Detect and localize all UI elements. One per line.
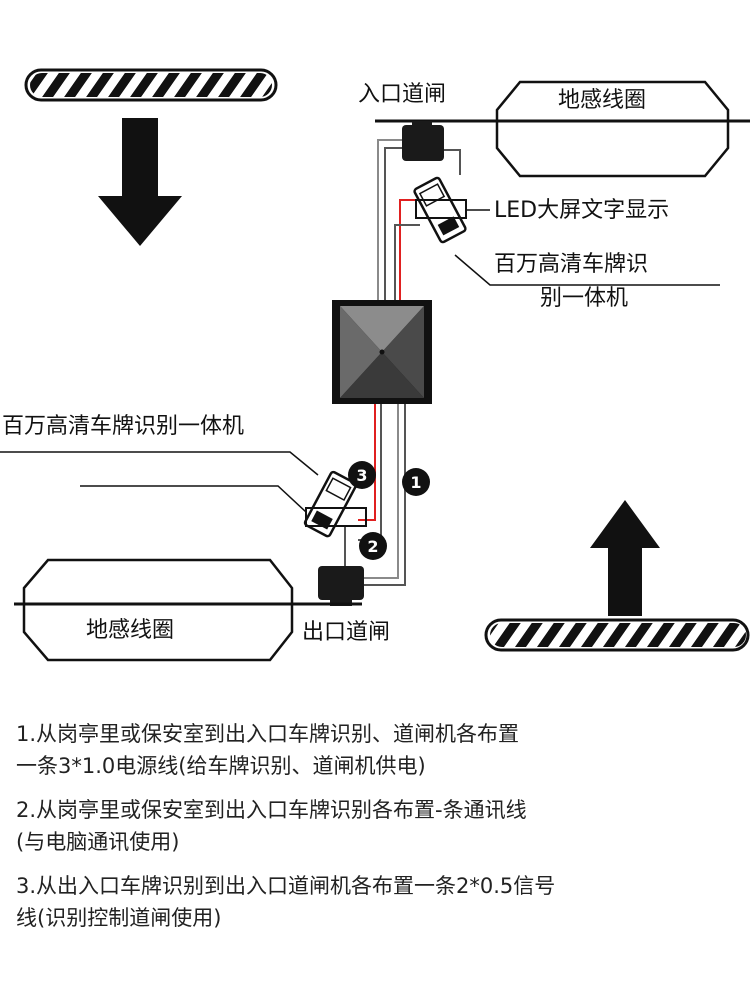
note-3-line1: 3.从出入口车牌识别到出入口道闸机各布置一条2*0.5信号 <box>16 874 556 898</box>
marker-1: 1 <box>402 468 430 496</box>
control-cabinet <box>332 300 432 404</box>
entry-camera-label-line2: 别一体机 <box>540 286 629 311</box>
up-arrow-icon <box>590 500 660 616</box>
exit-gate-label: 出口道闸 <box>302 620 391 645</box>
note-2: 2.从岗亭里或保安室到出入口车牌识别各布置-条通讯线 (与电脑通讯使用) <box>16 794 736 858</box>
entry-ground-loop <box>495 80 730 178</box>
exit-camera-panel <box>305 507 367 527</box>
note-1: 1.从岗亭里或保安室到出入口车牌识别、道闸机各布置 一条3*1.0电源线(给车牌… <box>16 718 736 782</box>
entry-camera <box>413 176 467 244</box>
exit-camera <box>303 470 358 538</box>
entry-camera-label-line1: 百万高清车牌识 <box>494 252 649 277</box>
note-2-line1: 2.从岗亭里或保安室到出入口车牌识别各布置-条通讯线 <box>16 798 527 822</box>
note-3-line2: 线(识别控制道闸使用) <box>16 906 222 930</box>
svg-text:2: 2 <box>367 537 378 556</box>
exit-camera-label: 百万高清车牌识别一体机 <box>2 414 245 439</box>
entry-loop-label: 地感线圈 <box>558 88 647 113</box>
entry-gate-label: 入口道闸 <box>358 82 447 107</box>
note-2-line2: (与电脑通讯使用) <box>16 830 180 854</box>
note-1-line1: 1.从岗亭里或保安室到出入口车牌识别、道闸机各布置 <box>16 722 520 746</box>
led-screen-label: LED大屏文字显示 <box>494 198 670 223</box>
led-screen-panel <box>415 199 467 219</box>
note-3: 3.从出入口车牌识别到出入口道闸机各布置一条2*0.5信号 线(识别控制道闸使用… <box>16 870 736 934</box>
svg-text:1: 1 <box>410 473 421 492</box>
parking-wiring-diagram: 1 2 3 <box>0 68 750 662</box>
marker-2: 2 <box>359 532 387 560</box>
entry-lane-barrier-bar <box>24 68 278 102</box>
exit-loop-label: 地感线圈 <box>86 618 175 643</box>
svg-text:3: 3 <box>356 466 367 485</box>
marker-3: 3 <box>348 461 376 489</box>
exit-lane-barrier-bar <box>484 618 750 652</box>
note-1-line2: 一条3*1.0电源线(给车牌识别、道闸机供电) <box>16 754 426 778</box>
exit-ground-loop <box>22 558 294 662</box>
entry-gate-box <box>402 125 444 161</box>
exit-gate-box <box>318 566 364 600</box>
wiring-notes: 1.从岗亭里或保安室到出入口车牌识别、道闸机各布置 一条3*1.0电源线(给车牌… <box>16 718 736 946</box>
down-arrow-icon <box>98 118 182 246</box>
